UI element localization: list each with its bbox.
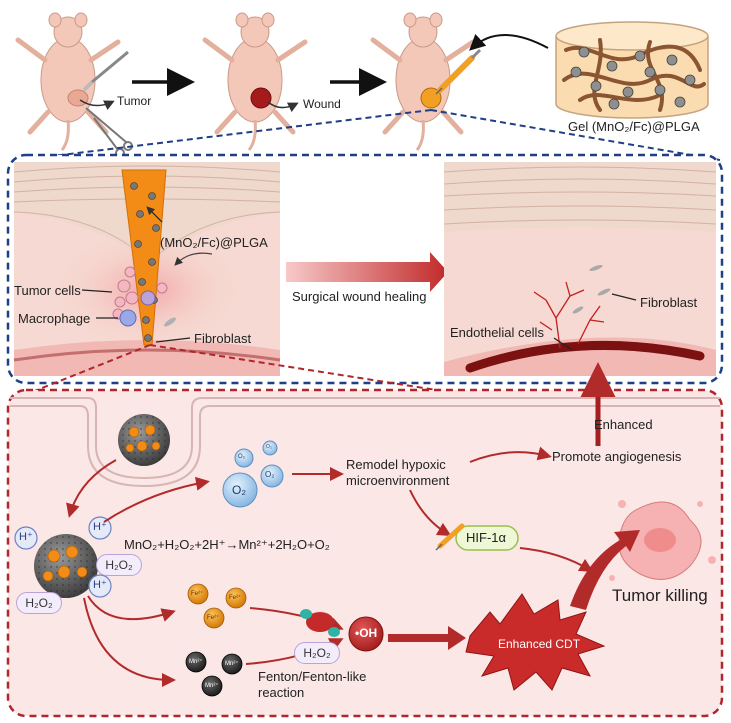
tumor-label: Tumor	[117, 94, 152, 108]
endothelial-label: Endothelial cells	[450, 325, 544, 340]
fe-ions	[187, 583, 247, 629]
zoom-lines-blue	[19, 109, 721, 161]
gel-label: Gel (MnO₂/Fc)@PLGA	[568, 119, 700, 134]
cell-membrane	[10, 397, 720, 488]
healing-swirl	[174, 252, 213, 266]
h2o2-bubble-3: H₂O₂	[294, 642, 340, 664]
h-plus-1: H⁺	[19, 531, 33, 543]
gel-to-syringe-arrow	[469, 33, 549, 51]
fenton-label-line2: reaction	[258, 685, 305, 700]
mn-label-2: Mn²⁺	[225, 661, 239, 667]
tumor-cells-pointer	[81, 289, 113, 293]
fibroblast-cell-left	[164, 317, 176, 327]
tumor-cells-cluster	[112, 266, 168, 320]
remodel-label-line2: microenvironment	[346, 473, 450, 488]
scalpel-icon	[82, 50, 129, 92]
fibroblast-left-pointer	[155, 337, 191, 343]
hif-to-killing-arrow	[519, 547, 594, 573]
oxygen-bubbles	[222, 440, 284, 508]
o2-tiny-label: O₂	[266, 444, 272, 450]
macrophage-cell	[119, 290, 156, 327]
mn-label-3: Mn²⁺	[205, 683, 219, 689]
mn-label-1: Mn²⁺	[189, 659, 203, 665]
ferrocene-molecule-icon	[300, 609, 340, 637]
cdt-to-killing-arrow	[570, 530, 640, 610]
mouse-3	[370, 12, 476, 151]
enhanced-label: Enhanced	[594, 417, 653, 432]
hydroxyl-radical	[348, 616, 384, 652]
fibroblast-right-pointer	[611, 293, 637, 301]
mouse-2	[202, 12, 308, 151]
tumor-cells-label: Tumor cells	[14, 283, 81, 298]
h-plus-3: H⁺	[93, 579, 107, 591]
o2-mid-label: O₂	[265, 470, 275, 479]
syringe-icon	[435, 48, 482, 95]
macrophage-label: Macrophage	[18, 311, 91, 326]
tumor-pointer	[79, 99, 115, 110]
o2-large-label: O₂	[232, 483, 246, 497]
cdt-starburst	[465, 593, 606, 691]
angiogenesis-label: Promote angiogenesis	[552, 449, 682, 464]
fibroblast-cells-right	[572, 264, 611, 314]
fibroblast-right-label: Fibroblast	[640, 295, 698, 310]
particle-label: (MnO₂/Fc)@PLGA	[160, 235, 268, 250]
h-plus-2: H⁺	[93, 521, 107, 533]
wound-pointer	[267, 101, 299, 113]
cdt-label: Enhanced CDT	[498, 637, 581, 651]
oh-to-cdt-arrow	[388, 626, 466, 650]
endocytosed-nanoparticle	[118, 414, 170, 466]
h2o2-bubble-2: H₂O₂	[16, 592, 62, 614]
process-label: Surgical wound healing	[292, 289, 427, 304]
to-o2-arrow	[103, 476, 210, 523]
fenton-label-line1: Fenton/Fenton-like	[258, 669, 367, 684]
tumor-killing-label: Tumor killing	[612, 586, 708, 605]
wound-label: Wound	[303, 97, 341, 111]
to-hif-arrow	[409, 489, 452, 537]
inhibitor-syringe-icon	[435, 523, 465, 551]
tissue-right	[443, 162, 717, 376]
release-arrow	[66, 459, 117, 518]
remodel-label-line1: Remodel hypoxic	[346, 457, 446, 472]
endothelial-pointer	[553, 337, 573, 351]
h2o2-bubble-1: H₂O₂	[96, 554, 142, 576]
mn-ions	[185, 651, 243, 697]
to-mn-arrow	[83, 597, 176, 687]
oh-label: •OH	[355, 626, 378, 640]
surgical-healing-arrow	[286, 252, 448, 292]
blood-vessel-branches	[533, 281, 605, 349]
hif-box	[455, 525, 519, 551]
fe-label-1: Fe²⁺	[191, 591, 204, 597]
to-angiogenesis-arrow	[469, 446, 552, 463]
hif-label: HIF-1α	[466, 530, 507, 545]
fibroblast-left-label: Fibroblast	[194, 331, 252, 346]
o2-small-label: O₂	[238, 454, 245, 460]
main-nanoparticle	[34, 534, 98, 598]
fe-label-3: Fe²⁺	[207, 615, 220, 621]
to-fe-arrow	[87, 595, 176, 622]
wound-mark	[250, 87, 272, 109]
dying-tumor-icon	[609, 500, 716, 581]
mouse-1	[15, 12, 121, 151]
reaction-equation: MnO₂+H₂O₂+2H⁺→Mn²⁺+2H₂O+O₂	[124, 537, 330, 552]
proton-bubbles	[14, 516, 112, 598]
fe-label-2: Fe²⁺	[229, 595, 242, 601]
gel-container	[555, 21, 709, 119]
particle-pointer	[146, 206, 163, 223]
